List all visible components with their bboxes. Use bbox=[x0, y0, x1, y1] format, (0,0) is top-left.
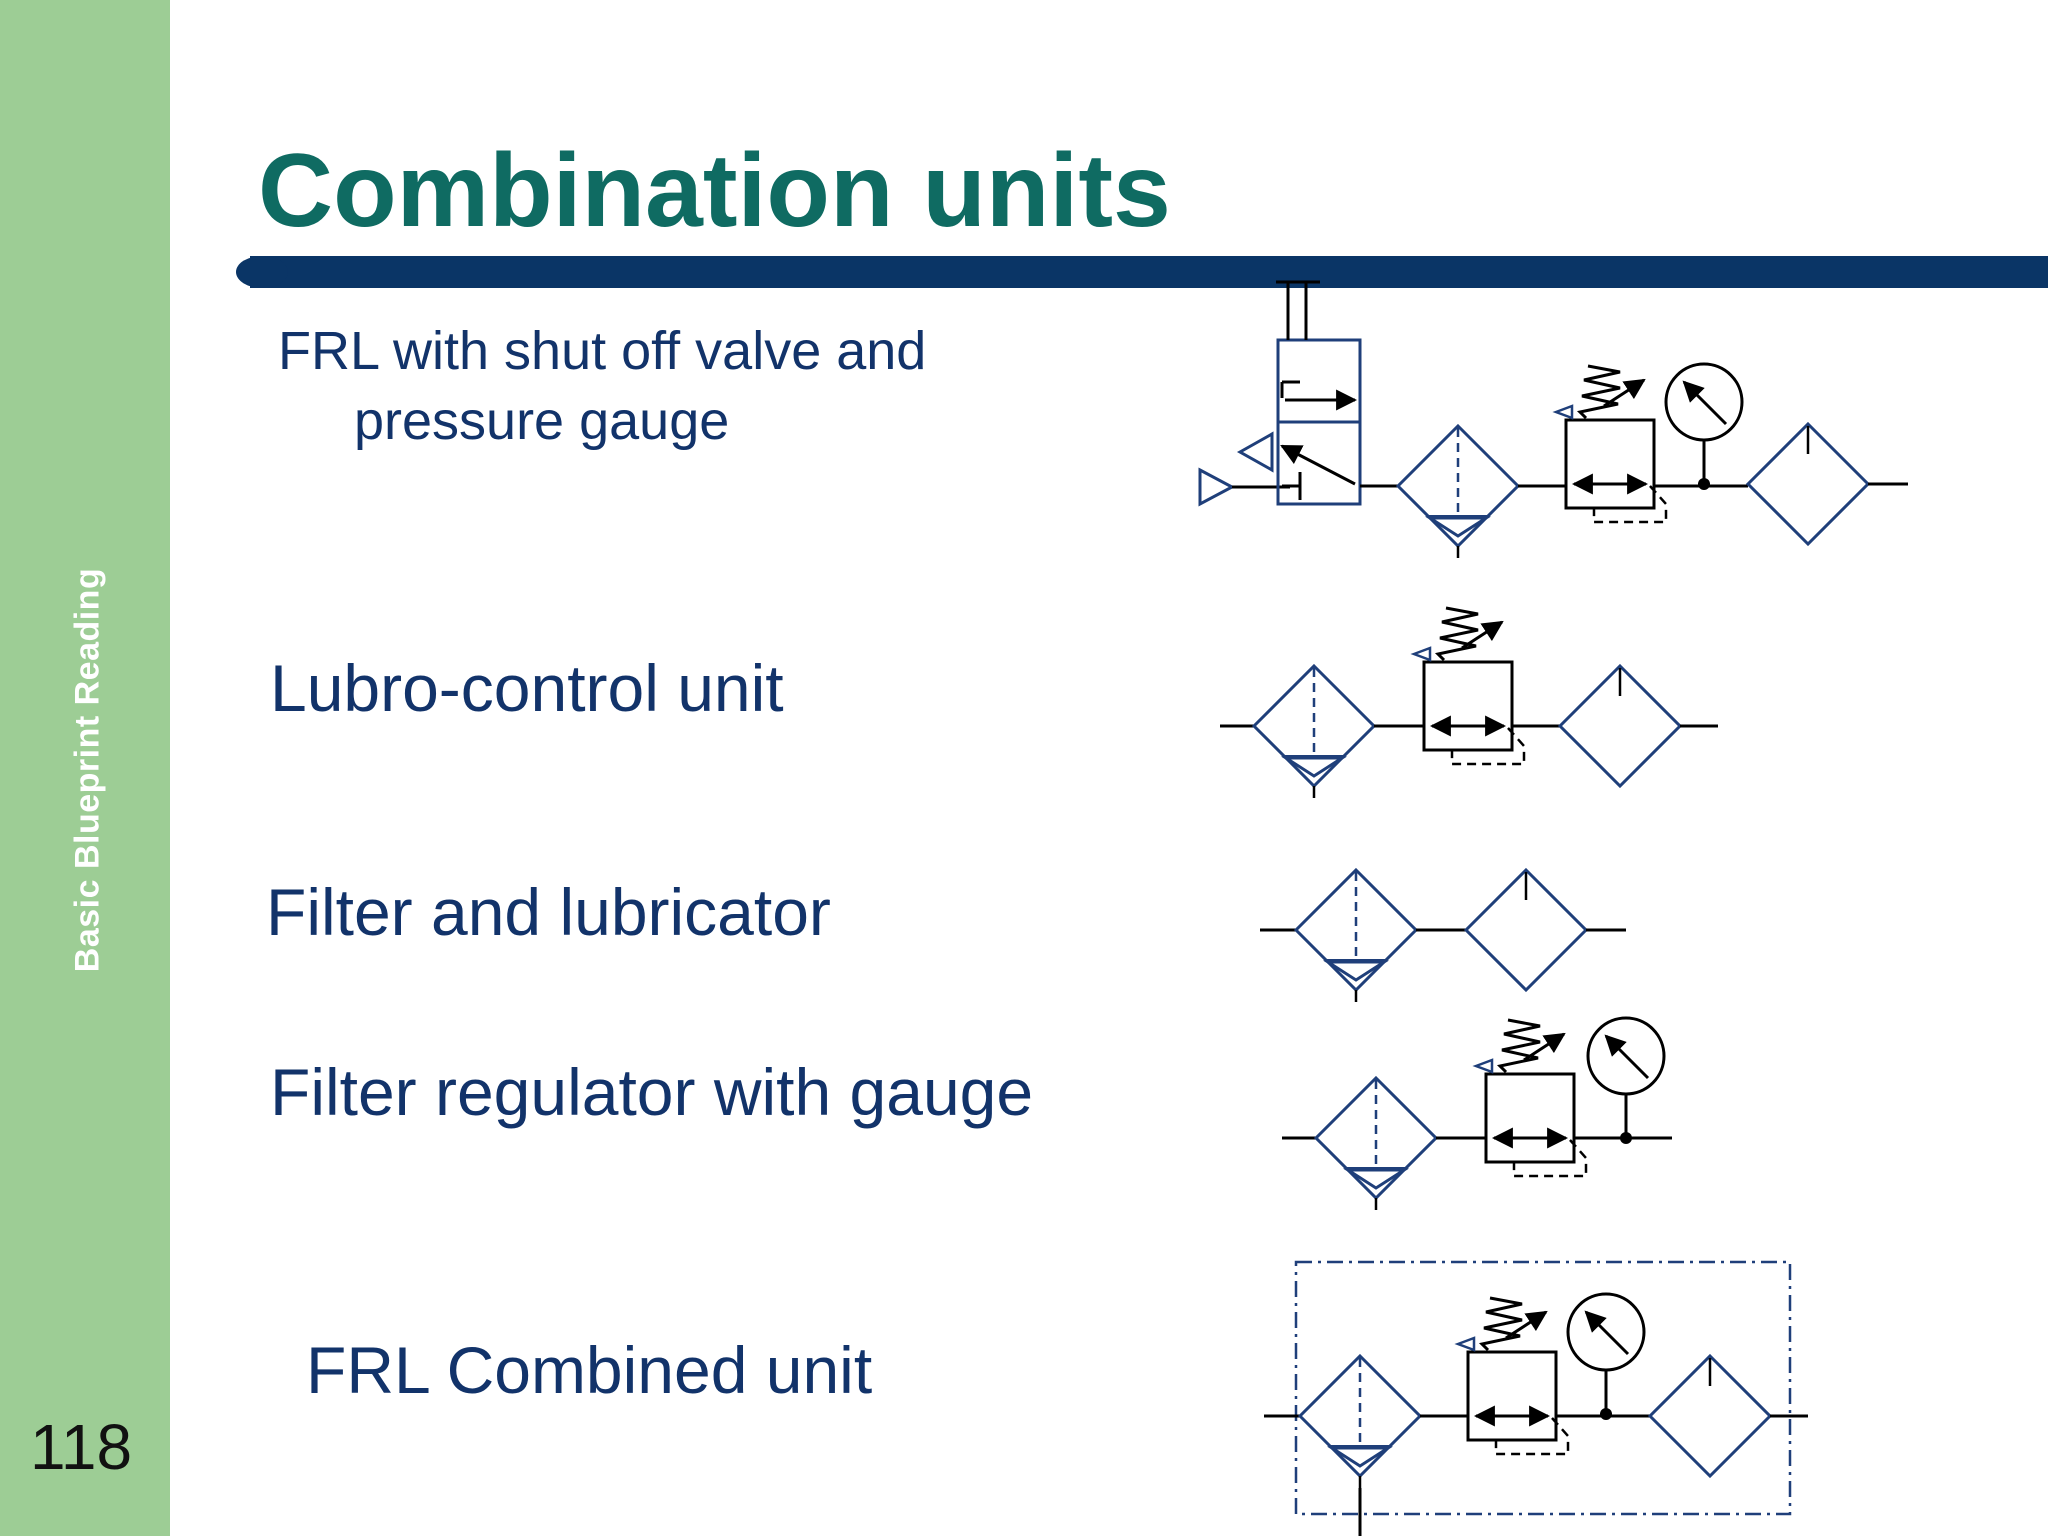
item-label-filter-regulator-gauge: Filter regulator with gauge bbox=[270, 1055, 1034, 1129]
filter-regulator-gauge-symbol bbox=[1282, 1018, 1672, 1212]
frl-combined-symbol bbox=[1264, 1260, 1808, 1536]
item-label-line1: FRL with shut off valve and bbox=[278, 321, 927, 381]
slide-title: Combination units bbox=[258, 133, 1171, 249]
item-label-frl-combined: FRL Combined unit bbox=[306, 1333, 873, 1407]
page-number: 118 bbox=[30, 1411, 133, 1483]
item-label-lubro-control: Lubro-control unit bbox=[270, 651, 784, 725]
item-label-frl-shutoff: FRL with shut off valve and pressure gau… bbox=[278, 316, 1078, 456]
lubro-control-symbol bbox=[1220, 608, 1718, 800]
item-label-filter-lubricator: Filter and lubricator bbox=[266, 875, 831, 949]
item-label-line2: pressure gauge bbox=[354, 391, 730, 451]
title-underline-rule bbox=[236, 256, 2048, 288]
filter-lubricator-symbol bbox=[1260, 868, 1626, 1004]
frl-shutoff-gauge-symbol bbox=[1198, 280, 1908, 560]
sidebar-band bbox=[0, 0, 170, 1536]
